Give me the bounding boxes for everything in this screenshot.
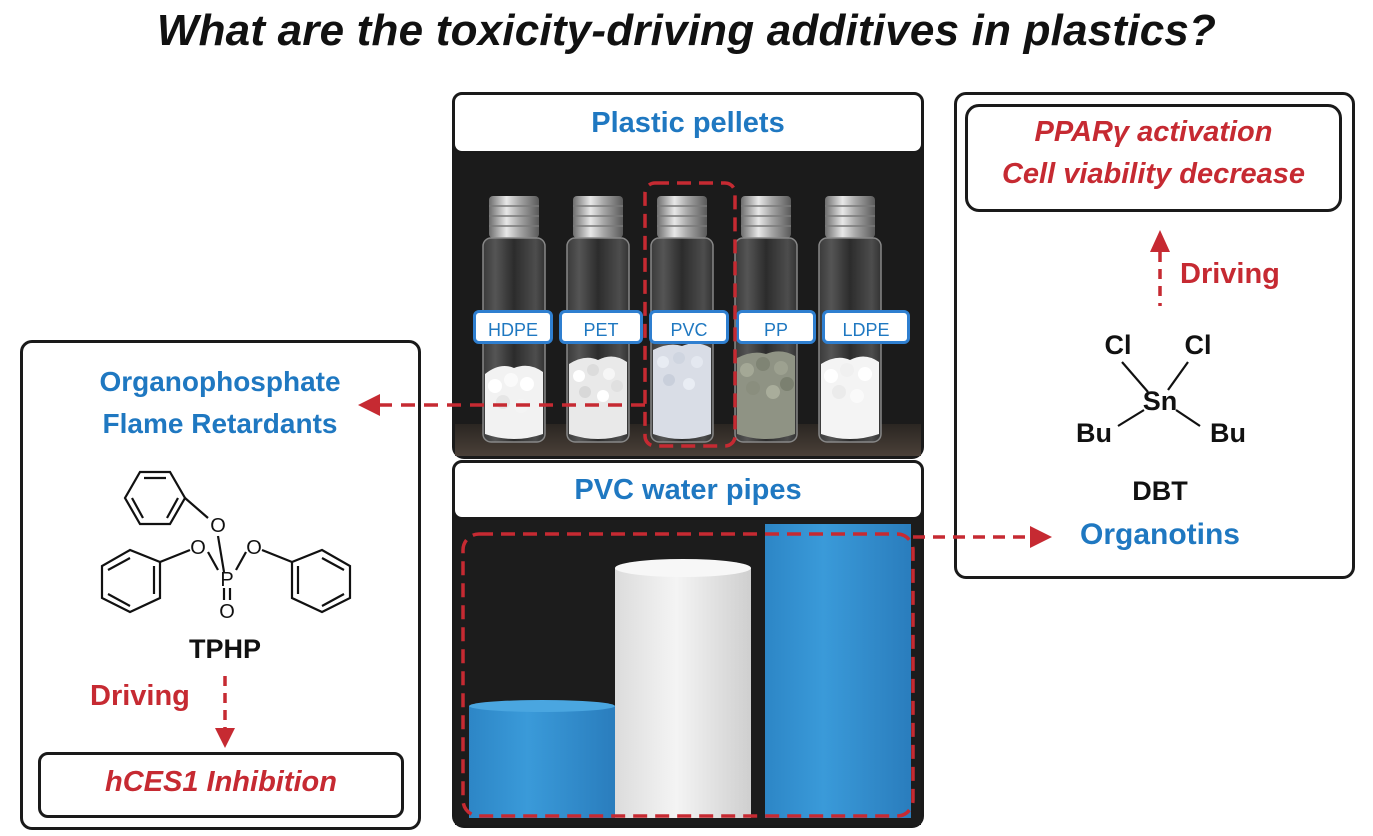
pipes-header: PVC water pipes (452, 460, 924, 520)
tphp-structure: O O O P O (100, 470, 352, 622)
vial-pvc (650, 196, 714, 443)
ppar-line2: Cell viability decrease (1001, 158, 1306, 190)
dbt-sn: Sn (1143, 386, 1178, 416)
ppar-box (965, 104, 1342, 212)
ppar-line1: PPARγ activation (1034, 116, 1273, 148)
tphp-o-bottom: O (219, 601, 235, 622)
vial-label-ldpe: LDPE (822, 310, 910, 344)
vial-label-pp: PP (736, 310, 816, 344)
pellets-photo (455, 154, 921, 456)
hces1-box (38, 752, 404, 818)
dbt-bu-right: Bu (1210, 418, 1246, 448)
organophosphate-line2: Flame Retardants (102, 408, 338, 439)
organotins-label: Organotins (1079, 518, 1240, 551)
dbt-structure: Cl Cl Sn Bu Bu (1076, 330, 1246, 448)
tphp-p: P (220, 569, 233, 591)
pvc-pipes-highlight (461, 532, 915, 818)
dbt-cl-left: Cl (1105, 330, 1132, 360)
dbt-label: DBT (1132, 476, 1188, 506)
main-title: What are the toxicity-driving additives … (156, 6, 1217, 55)
vial-label-hdpe: HDPE (473, 310, 553, 344)
organophosphate-line1: Organophosphate (99, 366, 341, 397)
short-blue-pipe (469, 700, 615, 818)
left-panel (20, 340, 421, 830)
pvc-vial-highlight (643, 181, 737, 448)
tphp-o-left: O (190, 537, 206, 559)
vial-pp (734, 196, 798, 443)
right-driving-label: Driving (1180, 258, 1280, 290)
right-driving-arrow (1150, 230, 1170, 306)
left-driving-arrow (215, 676, 235, 748)
tphp-label: TPHP (188, 634, 261, 664)
tall-blue-pipe (765, 524, 911, 818)
dbt-bu-left: Bu (1076, 418, 1112, 448)
hces1-label: hCES1 Inhibition (105, 766, 337, 798)
pipes-photo (455, 520, 921, 825)
white-pipe (615, 559, 751, 818)
tphp-o-right: O (246, 537, 262, 559)
left-driving-label: Driving (90, 680, 190, 712)
dbt-cl-right: Cl (1185, 330, 1212, 360)
pellets-header: Plastic pellets (452, 92, 924, 154)
vial-label-pvc: PVC (649, 310, 729, 344)
tphp-o-top: O (210, 515, 226, 537)
vial-ldpe (818, 196, 882, 443)
vial-label-pet: PET (559, 310, 643, 344)
